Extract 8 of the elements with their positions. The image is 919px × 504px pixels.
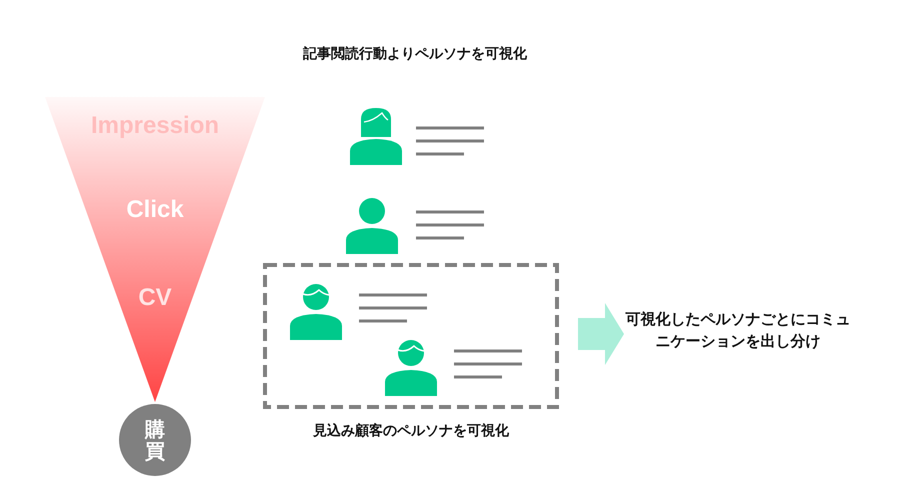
circle-label: 購買 — [145, 418, 165, 462]
group-caption: 見込み顧客のペルソナを可視化 — [312, 422, 510, 441]
result-text: 可視化したペルソナごとにコミュニケーションを出し分け — [624, 308, 852, 352]
arrow — [578, 303, 624, 365]
funnel-stage-label: CV — [137, 283, 173, 313]
funnel-stage-label: Click — [125, 195, 185, 225]
title: 記事閲読行動よりペルソナを可視化 — [302, 45, 528, 64]
funnel-shape — [45, 97, 265, 402]
